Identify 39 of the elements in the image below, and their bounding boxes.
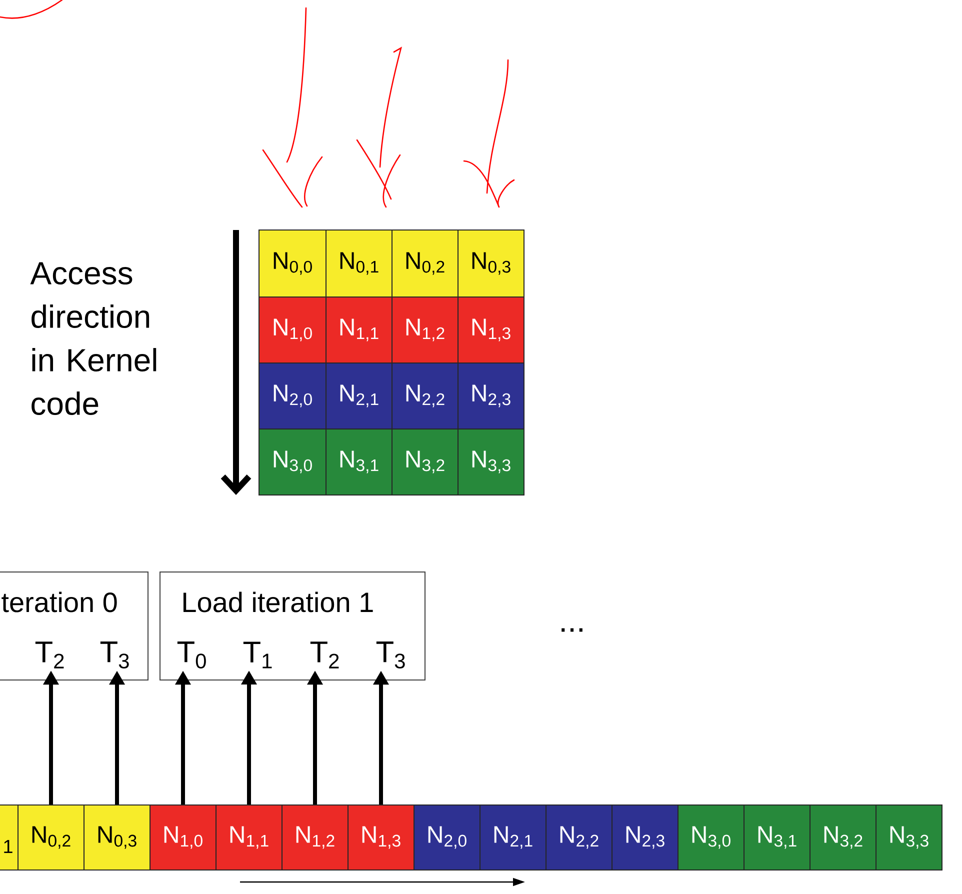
grid-cell: N$_{2,1}$ — [326, 362, 392, 430]
grid-cell: N$_{1,1}$ — [326, 296, 392, 364]
grid-cell: N$_{1,3}$ — [458, 296, 524, 364]
thread-label: T$_{1}$ — [243, 642, 272, 668]
memory-cell: N$_{2,0}$ — [414, 804, 480, 870]
side-caption: Access direction in Kernel code — [30, 262, 156, 416]
memory-cell: N$_{1,1}$ — [216, 804, 282, 870]
memory-cell: N$_{3,3}$ — [876, 804, 942, 870]
memory-cell: N$_{1,0}$ — [150, 804, 216, 870]
grid-cell: N$_{0,0}$ — [258, 230, 326, 298]
memory-cell: N$_{3,2}$ — [810, 804, 876, 870]
grid-cell: N$_{0,1}$ — [326, 230, 392, 298]
grid-cell: N$_{3,1}$ — [326, 428, 392, 496]
memory-cell: 1 — [0, 804, 18, 870]
grid-cell: N$_{3,0}$ — [258, 428, 326, 496]
memory-cell: N$_{0,3}$ — [84, 804, 150, 870]
thread-label: T$_{3}$ — [100, 642, 129, 668]
memory-cell: N$_{1,2}$ — [282, 804, 348, 870]
grid-cell: N$_{2,0}$ — [258, 362, 326, 430]
memory-cell: N$_{2,3}$ — [612, 804, 678, 870]
thread-label: T$_{2}$ — [310, 642, 339, 668]
node-label: 1 — [4, 840, 12, 854]
grid-cell: N$_{2,3}$ — [458, 362, 524, 430]
memory-cell: N$_{3,1}$ — [744, 804, 810, 870]
memory-cell: N$_{2,1}$ — [480, 804, 546, 870]
grid-cell: N$_{3,2}$ — [392, 428, 458, 496]
thread-label: T$_{3}$ — [376, 642, 405, 668]
thread-label: T$_{0}$ — [177, 642, 206, 668]
memory-cell: N$_{1,3}$ — [348, 804, 414, 870]
memory-cell: N$_{3,0}$ — [678, 804, 744, 870]
memory-cell: N$_{2,2}$ — [546, 804, 612, 870]
thread-label: T$_{2}$ — [35, 642, 64, 668]
grid-cell: N$_{1,0}$ — [258, 296, 326, 364]
ellipsis: ... — [562, 628, 582, 632]
grid-cell: N$_{2,2}$ — [392, 362, 458, 430]
grid-cell: N$_{0,2}$ — [392, 230, 458, 298]
grid-cell: N$_{1,2}$ — [392, 296, 458, 364]
grid-cell: N$_{3,3}$ — [458, 428, 524, 496]
grid-cell: N$_{0,3}$ — [458, 230, 524, 298]
